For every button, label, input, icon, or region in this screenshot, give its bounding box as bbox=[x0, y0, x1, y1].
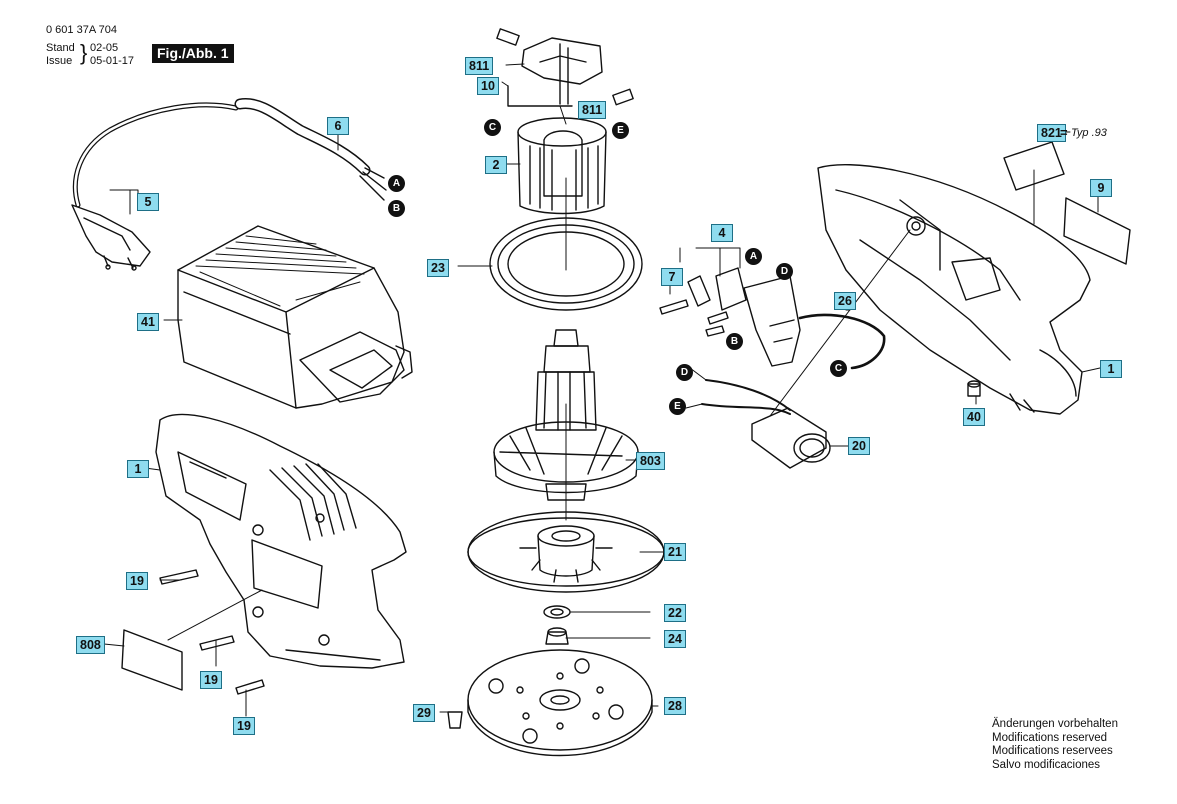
rating-plate-821 bbox=[1003, 141, 1065, 191]
dust-box-grid bbox=[195, 235, 365, 307]
callout-41: 41 bbox=[137, 313, 159, 331]
connector-A-switch: A bbox=[745, 248, 762, 265]
typ-note: Typ .93 bbox=[1071, 127, 1107, 139]
callout-811-top: 811 bbox=[465, 57, 494, 75]
part-number: 0 601 37A 704 bbox=[46, 24, 117, 36]
connector-E-stator: E bbox=[612, 122, 629, 139]
label-plate-808 bbox=[121, 629, 183, 691]
connector-E-control: E bbox=[669, 398, 686, 415]
callout-803: 803 bbox=[636, 452, 665, 470]
callout-40: 40 bbox=[963, 408, 985, 426]
callout-23: 23 bbox=[427, 259, 449, 277]
callout-26: 26 bbox=[834, 292, 856, 310]
stand-label: Stand bbox=[46, 42, 75, 54]
figure-tag: Fig./Abb. 1 bbox=[152, 44, 234, 63]
brace-icon: } bbox=[80, 40, 88, 65]
connector-C-stator: C bbox=[484, 119, 501, 136]
callout-29: 29 bbox=[413, 704, 435, 722]
connector-D-switch: D bbox=[776, 263, 793, 280]
brush-holder bbox=[496, 28, 634, 107]
mains-cable bbox=[72, 97, 387, 208]
callout-2: 2 bbox=[485, 156, 507, 174]
issue-label: Issue bbox=[46, 55, 73, 67]
screws-19 bbox=[159, 569, 265, 695]
connector-B-switch: B bbox=[726, 333, 743, 350]
callout-20: 20 bbox=[848, 437, 870, 455]
counterweight-disc bbox=[467, 511, 665, 593]
callout-4: 4 bbox=[711, 224, 733, 242]
callout-821: 821 bbox=[1037, 124, 1066, 142]
callout-1-left: 1 bbox=[127, 460, 149, 478]
callout-9: 9 bbox=[1090, 179, 1112, 197]
note-es: Salvo modificaciones bbox=[992, 758, 1101, 771]
connector-B-cable: B bbox=[388, 200, 405, 217]
callout-808: 808 bbox=[76, 636, 105, 654]
pad-screw-29 bbox=[447, 711, 463, 729]
housing-right bbox=[817, 164, 1091, 415]
note-de: Änderungen vorbehalten bbox=[992, 718, 1118, 730]
note-en: Modifications reserved bbox=[992, 731, 1108, 744]
leader-lines bbox=[103, 63, 1101, 717]
connector-A-cable: A bbox=[388, 175, 405, 192]
equals-sign: = bbox=[1060, 125, 1068, 140]
stand-value: 02-05 bbox=[90, 42, 119, 54]
callout-10: 10 bbox=[477, 77, 499, 95]
callout-811-right: 811 bbox=[578, 101, 607, 119]
bushing-40 bbox=[967, 380, 981, 397]
callout-5: 5 bbox=[137, 193, 159, 211]
callout-6: 6 bbox=[327, 117, 349, 135]
dust-box bbox=[177, 225, 413, 409]
nut-24 bbox=[545, 627, 569, 645]
callout-21: 21 bbox=[664, 543, 686, 561]
stator-field bbox=[517, 117, 607, 215]
callout-24: 24 bbox=[664, 630, 686, 648]
callout-19-c: 19 bbox=[233, 717, 255, 735]
callout-7: 7 bbox=[661, 268, 683, 286]
note-fr: Modifications reservees bbox=[992, 745, 1113, 757]
label-plate-9 bbox=[1063, 197, 1131, 265]
callout-1-right: 1 bbox=[1100, 360, 1122, 378]
connector-D-control: D bbox=[676, 364, 693, 381]
callout-22: 22 bbox=[664, 604, 686, 622]
housing-left bbox=[155, 413, 407, 669]
mains-plug bbox=[71, 204, 151, 271]
speed-control-20 bbox=[701, 379, 831, 469]
modification-notes: Änderungen vorbehalten Modifications res… bbox=[992, 718, 1118, 772]
callout-28: 28 bbox=[664, 697, 686, 715]
wire-26 bbox=[798, 313, 886, 370]
callout-19-b: 19 bbox=[200, 671, 222, 689]
connector-C-wire: C bbox=[830, 360, 847, 377]
issue-value: 05-01-17 bbox=[90, 55, 135, 67]
callout-19-a: 19 bbox=[126, 572, 148, 590]
sanding-pad bbox=[467, 649, 653, 757]
washer-22 bbox=[543, 605, 571, 619]
